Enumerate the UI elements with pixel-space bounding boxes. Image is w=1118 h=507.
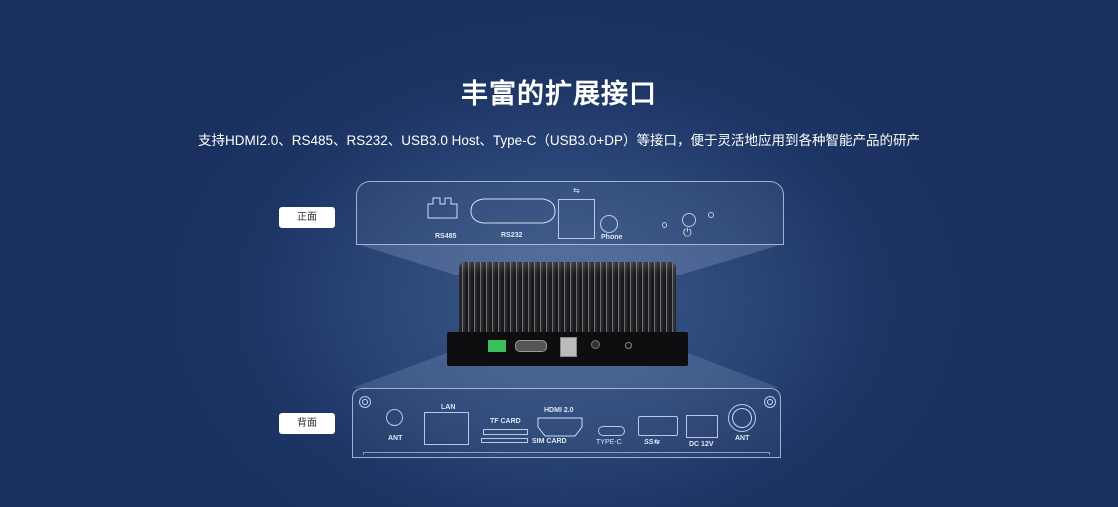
- screw-left-icon: [359, 396, 371, 408]
- sim-card-label: SIM CARD: [532, 438, 567, 445]
- rs232-label: RS232: [501, 232, 523, 239]
- ant-left-label: ANT: [388, 435, 403, 442]
- rs232-connector: [515, 340, 547, 352]
- front-panel-diagram: RS485 RS232 ⇆ Phone ⏻: [356, 181, 784, 245]
- usb-symbol-icon: ⇆: [653, 439, 660, 446]
- rs485-connector: [488, 340, 506, 352]
- rs485-label: RS485: [435, 233, 457, 240]
- power-button-outline: [682, 213, 696, 227]
- dc-label: DC 12V: [689, 441, 714, 448]
- usb3-ss-text: SS: [644, 439, 654, 446]
- usb-port-outline: [558, 199, 595, 239]
- hdmi-label: HDMI 2.0: [544, 407, 574, 414]
- back-panel-diagram: ANT LAN TF CARD SIM CARD HDMI 2.0 TYPE-C…: [352, 388, 781, 458]
- led-icon: [662, 222, 667, 228]
- device-front-face: [447, 332, 688, 366]
- usb3-port: [638, 416, 678, 436]
- power-icon: ⏻: [683, 226, 692, 239]
- tf-card-label: TF CARD: [490, 418, 521, 425]
- tf-card-slot: [483, 429, 528, 435]
- dc-power-port: [686, 415, 718, 438]
- rs232-port-icon: [470, 198, 556, 224]
- type-c-label: TYPE-C: [596, 439, 622, 446]
- ant-right-port: [728, 404, 756, 432]
- hdmi-port-icon: [537, 417, 583, 437]
- ant-right-label: ANT: [735, 435, 750, 442]
- section-title: 丰富的扩展接口: [461, 79, 657, 110]
- lan-port: [424, 412, 469, 445]
- rs485-port-icon: [427, 197, 458, 219]
- panel-base-rail: [363, 452, 770, 455]
- section-subtitle: 支持HDMI2.0、RS485、RS232、USB3.0 Host、Type-C…: [197, 133, 921, 148]
- phone-label: Phone: [601, 234, 623, 241]
- lan-label: LAN: [441, 404, 456, 411]
- usb-connector: [560, 337, 577, 357]
- mini-pc-device: [447, 262, 688, 366]
- usb3-label: SS⇆: [644, 438, 659, 446]
- usb-icon: ⇆: [573, 186, 580, 195]
- indicator-icon: [708, 212, 714, 218]
- phone-jack-icon: [600, 215, 618, 233]
- screw-right-icon: [764, 396, 776, 408]
- type-c-port: [598, 426, 625, 436]
- ant-left-port: [386, 409, 403, 426]
- power-button: [625, 342, 632, 349]
- sim-card-slot: [481, 438, 528, 443]
- front-tag[interactable]: 正面: [279, 207, 335, 228]
- back-tag[interactable]: 背面: [279, 413, 335, 434]
- heatsink-fins: [459, 262, 676, 334]
- phone-jack: [591, 340, 600, 349]
